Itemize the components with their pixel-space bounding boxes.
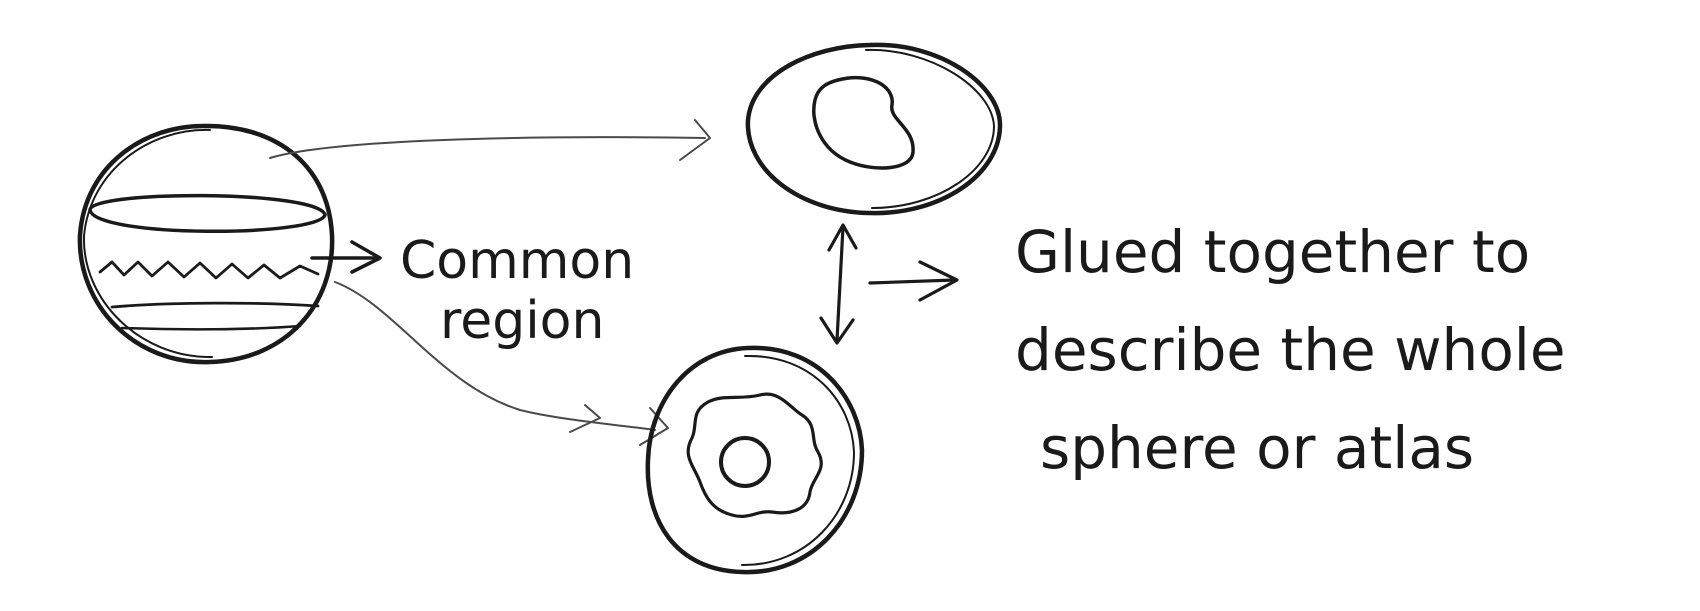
common-region-line-2: region <box>440 291 604 351</box>
band-top <box>88 193 327 234</box>
arrow-to-top-chart <box>269 119 711 161</box>
band-line-2 <box>120 324 302 331</box>
arrow-to-common-region <box>310 240 382 274</box>
glued-explanation: Glued together to describe the whole sph… <box>1015 218 1584 482</box>
common-region-line-1: Common <box>400 231 634 291</box>
explanation-line-3: sphere or atlas <box>1040 414 1474 482</box>
explanation-line-2: describe the whole <box>1015 316 1566 384</box>
band-wavy <box>98 260 320 280</box>
double-arrow <box>819 223 858 345</box>
top-chart-disc-retrace <box>865 48 995 209</box>
arrow-to-explanation <box>868 260 959 302</box>
explanation-line-1: Glued together to <box>1015 218 1530 286</box>
top-chart <box>745 42 1003 216</box>
sphere <box>77 123 335 365</box>
band-line-1 <box>110 301 320 309</box>
bottom-chart-disc <box>645 345 865 575</box>
top-chart-region <box>812 75 915 170</box>
bottom-chart-disc-retrace <box>741 354 855 567</box>
bottom-chart-wavy-ring <box>686 392 823 518</box>
top-chart-disc <box>745 42 1003 216</box>
sphere-outline <box>77 123 335 365</box>
bottom-chart <box>645 345 865 575</box>
common-region-label: Common region <box>400 231 651 351</box>
bottom-chart-inner-circle <box>719 436 771 488</box>
sphere-outline-retrace <box>82 128 213 359</box>
